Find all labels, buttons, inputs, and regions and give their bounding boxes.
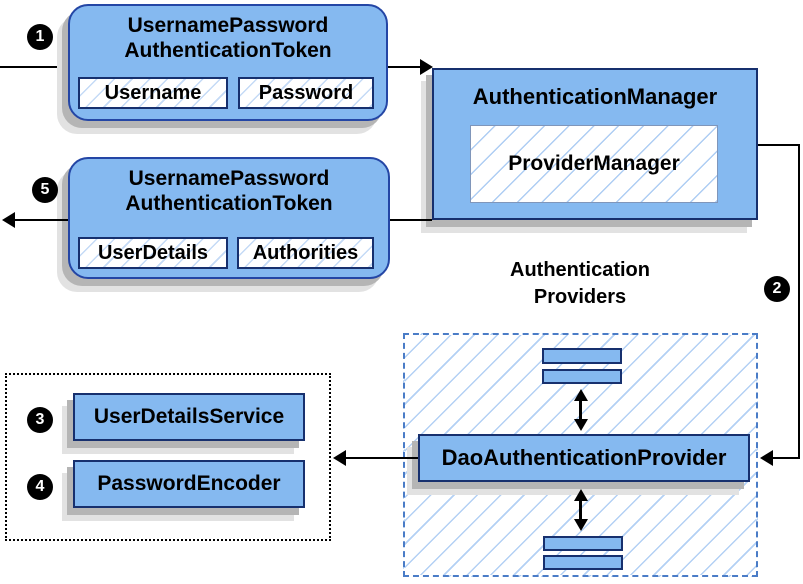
response-token-box: UsernamePassword AuthenticationToken Use… [68, 157, 390, 279]
username-field-box: Username [78, 77, 228, 109]
authentication-providers-label: Authentication Providers [510, 259, 650, 308]
arrowhead-step5-out-icon [2, 212, 15, 228]
double-arrow-down-icon [574, 519, 588, 531]
provider-manager-box: ProviderManager [470, 125, 718, 203]
services-container [5, 373, 331, 541]
flow-line-step1-in [0, 66, 68, 68]
response-token-title: UsernamePassword AuthenticationToken [125, 167, 333, 215]
arrowhead-to-services-icon [333, 450, 346, 466]
double-arrow-down-icon [574, 419, 588, 431]
authentication-manager-box: AuthenticationManager ProviderManager [432, 68, 758, 220]
request-token-box: UsernamePassword AuthenticationToken Use… [68, 4, 388, 121]
flow-line-dao-to-services [345, 457, 418, 459]
flow-line-token-to-manager [388, 66, 422, 68]
step-1-badge: 1 [27, 24, 53, 50]
flow-line-manager-to-token [390, 219, 432, 221]
flow-line-step2-top [758, 144, 800, 146]
step-3-badge: 3 [27, 407, 53, 433]
step-2-badge: 2 [764, 276, 790, 302]
double-arrow-shaft [579, 499, 582, 521]
provider-bar [542, 369, 622, 384]
provider-bar [543, 536, 623, 551]
flow-line-step2-vertical [798, 144, 800, 459]
flow-line-step5-out [14, 219, 68, 221]
provider-bar [543, 555, 623, 570]
user-details-service-box: UserDetailsService [73, 393, 305, 441]
step-4-badge: 4 [27, 474, 53, 500]
step-5-badge: 5 [32, 177, 58, 203]
userdetails-field-box: UserDetails [78, 237, 228, 269]
double-arrow-shaft [579, 399, 582, 421]
dao-authentication-provider-box: DaoAuthenticationProvider [418, 434, 750, 482]
password-field-box: Password [238, 77, 374, 109]
arrowhead-to-manager-icon [420, 59, 433, 75]
double-arrow-up-icon [574, 489, 588, 501]
flow-line-step2-bottom [772, 457, 800, 459]
authentication-manager-title: AuthenticationManager [472, 84, 718, 109]
arrowhead-to-dao-icon [760, 450, 773, 466]
request-token-title: UsernamePassword AuthenticationToken [124, 14, 332, 62]
authorities-field-box: Authorities [237, 237, 374, 269]
password-encoder-box: PasswordEncoder [73, 460, 305, 508]
provider-bar [542, 348, 622, 364]
double-arrow-up-icon [574, 389, 588, 401]
